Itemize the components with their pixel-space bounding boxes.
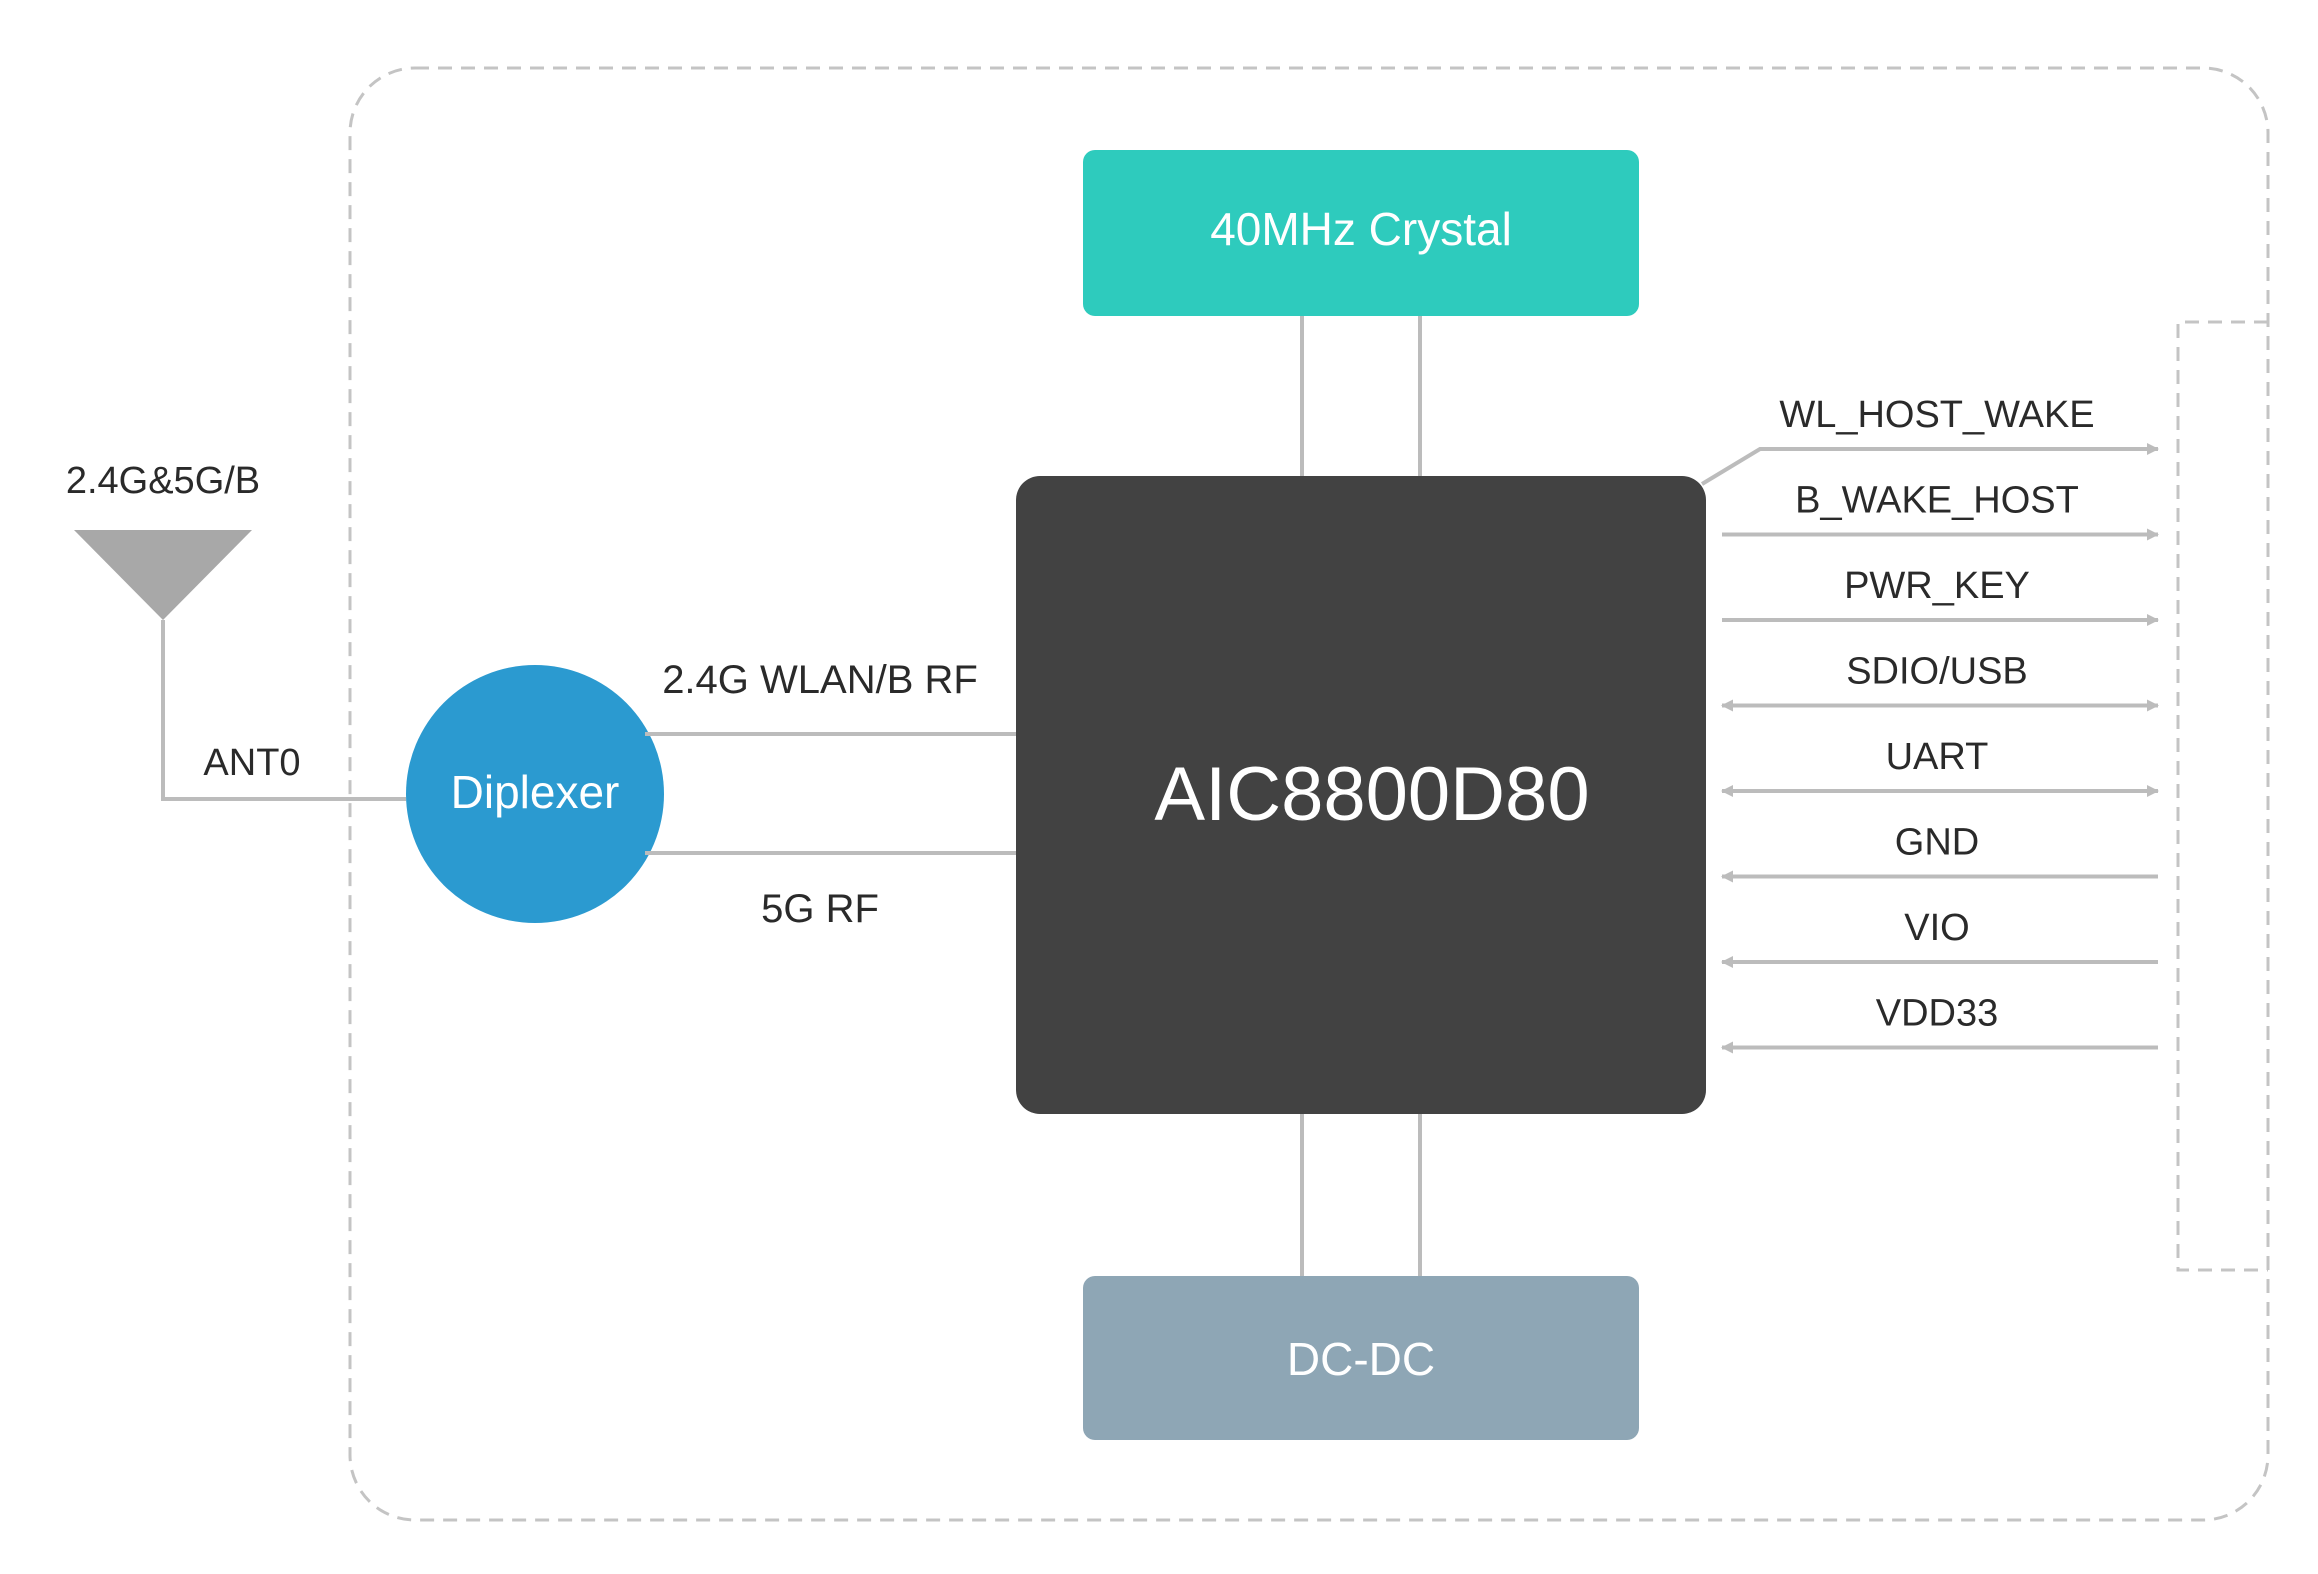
dcdc-block: DC-DC — [1083, 1276, 1639, 1440]
wlan-rf-label: 2.4G WLAN/B RF — [662, 658, 978, 702]
signal-label: B_WAKE_HOST — [1795, 480, 2079, 522]
chip-label: AIC8800D80 — [1154, 752, 1589, 837]
host-connector-boundary — [2176, 320, 2268, 1272]
diplexer-block: Diplexer — [406, 665, 664, 923]
signal-line-wl-host-wake — [1700, 443, 2159, 486]
antenna-port-label: ANT0 — [203, 742, 300, 784]
signal-label: SDIO/USB — [1846, 651, 2028, 693]
signal-label: VIO — [1904, 907, 1969, 949]
signal-label: VDD33 — [1876, 993, 1999, 1035]
signal-label: PWR_KEY — [1844, 565, 2030, 607]
diplexer-label: Diplexer — [451, 766, 620, 818]
signal-group: WL_HOST_WAKE B_WAKE_HOST PWR_KEY SDIO/USB UA… — [1700, 394, 2159, 1054]
crystal-block: 40MHz Crystal — [1083, 150, 1639, 316]
crystal-label: 40MHz Crystal — [1210, 203, 1512, 255]
chip-block: AIC8800D80 — [1016, 476, 1706, 1114]
antenna-band-label: 2.4G&5G/B — [66, 460, 260, 502]
antenna-icon — [74, 530, 406, 801]
dcdc-label: DC-DC — [1287, 1333, 1435, 1385]
fiveg-rf-label: 5G RF — [761, 887, 879, 931]
signal-label: WL_HOST_WAKE — [1779, 394, 2094, 436]
signal-label: UART — [1886, 736, 1989, 778]
signal-label: GND — [1895, 822, 1979, 864]
